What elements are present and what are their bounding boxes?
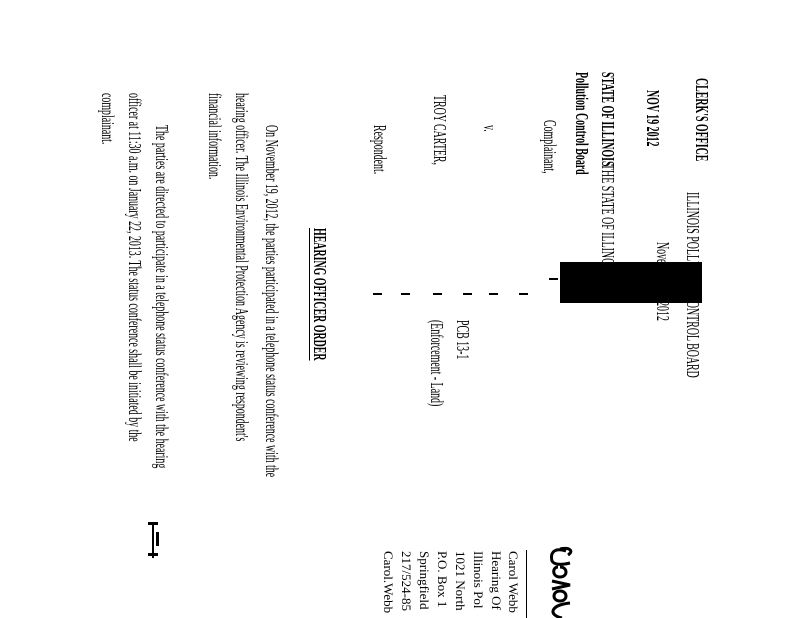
signature-line-text: Springfield xyxy=(417,551,432,610)
signature-line-text: Carol Webb xyxy=(506,551,521,613)
case-number: PCB 13-1 xyxy=(453,320,473,360)
stamp-state: STATE OF ILLINOIS xyxy=(598,72,618,167)
caption-bracket xyxy=(401,293,410,295)
stamp-date: NOV 19 2012 xyxy=(643,90,663,147)
paragraph-line: On November 19, 2012, the parties partic… xyxy=(262,125,282,478)
complainant-name: THE STATE OF ILLINOIS xyxy=(598,164,618,275)
signature-mark xyxy=(148,522,158,525)
paragraph-line: The parties are directed to participate … xyxy=(152,125,172,469)
signature-mark xyxy=(156,532,159,546)
versus: v. xyxy=(480,125,500,132)
paragraph-line: complainant. xyxy=(98,93,118,145)
caption-bracket xyxy=(433,293,442,295)
signature-rule xyxy=(526,550,527,618)
order-title: HEARING OFFICER ORDER xyxy=(310,228,330,361)
paragraph-line: officer at 11:30 a.m. on January 22, 201… xyxy=(125,93,145,442)
signature-line-text: P.O. Box 1 xyxy=(435,551,450,608)
paragraph-line: hearing officer. The Illinois Environmen… xyxy=(232,93,252,442)
redaction-block xyxy=(560,262,702,303)
caption-bracket xyxy=(519,293,528,295)
caption-bracket xyxy=(489,293,498,295)
signature-mark xyxy=(148,553,158,556)
complainant-label: Complainant, xyxy=(540,120,560,174)
signature-line-text: 217/524-85 xyxy=(399,551,414,611)
paragraph-line: financial information. xyxy=(205,93,225,180)
caption-bracket xyxy=(373,293,382,295)
signature-line-text: 1021 North xyxy=(453,551,468,611)
case-type: (Enforcement - Land) xyxy=(427,320,447,407)
respondent-name: TROY CARTER, xyxy=(430,95,450,165)
signature-line-text: Carol.Webb xyxy=(381,551,396,614)
clerks-office-stamp: CLERK'S OFFICE xyxy=(692,78,712,162)
handwritten-signature xyxy=(550,547,573,618)
stamp-board: Pollution Control Board xyxy=(572,72,592,175)
respondent-label: Respondent. xyxy=(370,125,390,175)
signature-line-text: Hearing Of xyxy=(489,551,504,610)
signature-line xyxy=(152,522,154,558)
caption-bracket xyxy=(463,293,472,295)
signature-line-text: Illinois Pol xyxy=(471,551,486,609)
caption-bracket xyxy=(549,278,558,280)
